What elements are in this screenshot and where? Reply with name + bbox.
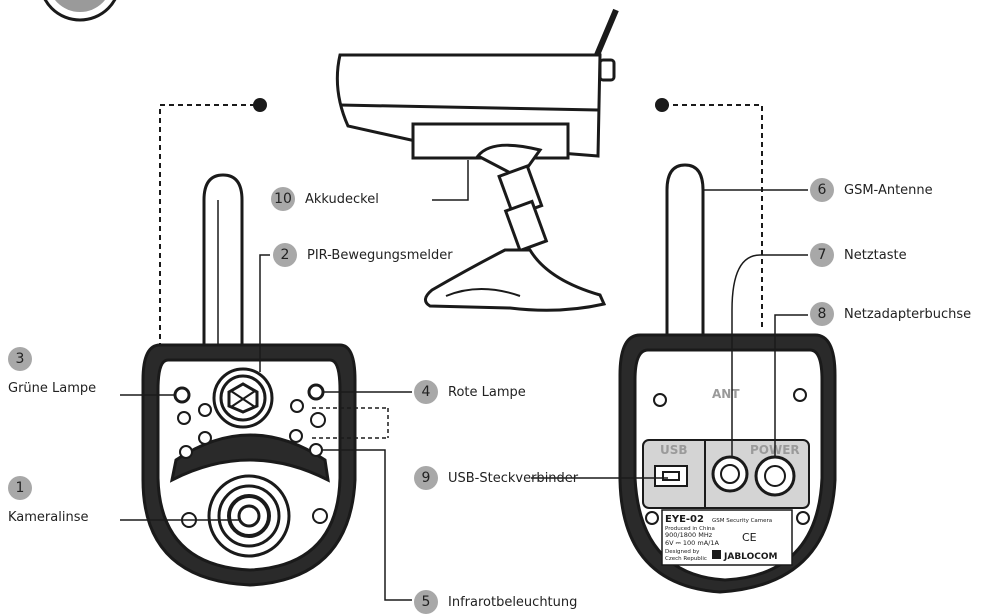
made-in-marking: Produced in China [665,526,715,532]
callout-label: Netzadapterbuchse [844,306,972,322]
callout-number: 6 [810,178,834,202]
jablocom-logo-icon [712,550,721,559]
callout-label: Kameralinse [8,510,89,525]
callout-label: PIR-Bewegungsmelder [307,247,453,263]
callout-number: 9 [414,466,438,490]
designed-by-marking: Designed by [665,549,700,555]
camera-side-view [335,8,619,312]
callout-number: 5 [414,590,438,614]
camera-front-view [141,173,357,587]
model-desc-marking: GSM Security Camera [712,518,772,524]
callout-label: Grüne Lampe [8,381,97,396]
callout-pir-sensor: 2 PIR-Bewegungsmelder [273,243,453,267]
callout-number: 4 [414,380,438,404]
connector-dot-right [655,98,669,112]
callout-camera-lens: 1 Kameralinse [8,476,88,525]
callout-label: Netztaste [844,247,907,263]
callout-red-lamp: 4 Rote Lampe [414,380,526,404]
callout-label: Rote Lampe [448,384,526,400]
connector-dot-left [253,98,267,112]
callout-number: 10 [271,187,295,211]
callout-power-button: 7 Netztaste [810,243,907,267]
callout-label: USB-Steckverbinder [448,470,579,486]
callout-number: 1 [8,476,32,500]
callout-label: GSM-Antenne [844,182,933,198]
callout-number: 8 [810,302,834,326]
ant-marking: ANT [712,387,740,401]
ce-mark: CE [742,531,757,544]
callout-battery-cover: 10 Akkudeckel [271,187,379,211]
callout-number: 3 [8,347,32,371]
callout-usb-connector: 9 USB-Steckverbinder [414,466,578,490]
device-markings: ANT USB POWER EYE-02 GSM Security Camera… [660,387,800,562]
power-rating-marking: 6V ⎓ 100 mA/1A [665,539,719,547]
callout-label: Akkudeckel [305,191,379,207]
designed-in-marking: Czech Republic [665,556,707,562]
callout-infrared: 5 Infrarotbeleuchtung [414,590,577,614]
callout-power-adapter-jack: 8 Netzadapterbuchse [810,302,971,326]
callout-label: Infrarotbeleuchtung [448,594,578,610]
camera-back-view [618,163,837,594]
usb-marking: USB [660,443,688,457]
callout-green-lamp: 3 Grüne Lampe [8,347,96,396]
model-marking: EYE-02 [665,514,704,525]
callout-gsm-antenna: 6 GSM-Antenne [810,178,933,202]
leader-lines [120,160,808,601]
callout-number: 7 [810,243,834,267]
brand-marking: JABLOCOM [723,552,777,562]
bands-marking: 900/1800 MHz [665,531,713,539]
corner-badge [43,0,117,22]
callout-number: 2 [273,243,297,267]
